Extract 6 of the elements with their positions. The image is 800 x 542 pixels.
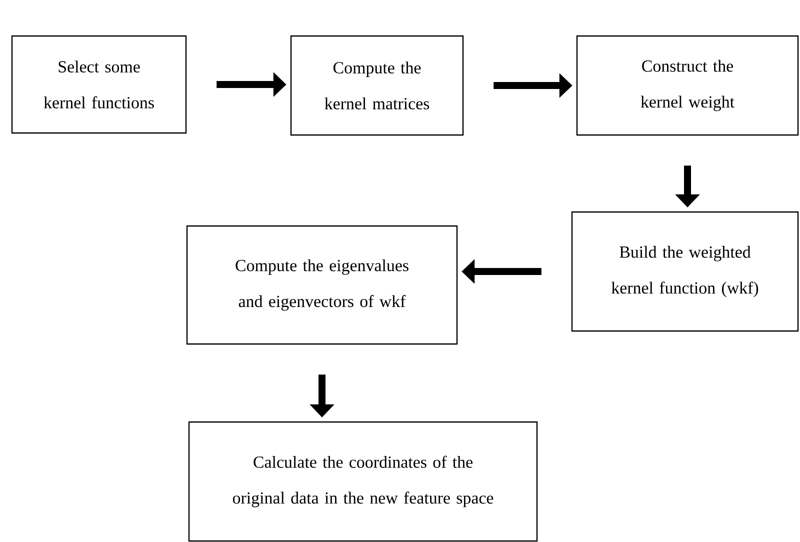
process-box: Compute the kernel matrices [290, 35, 464, 136]
process-box: Calculate the coordinates of the original data in the new feature space [188, 421, 538, 542]
process-box: Select some kernel functions [11, 35, 187, 134]
process-box: Compute the eigenvalues and eigenvectors of wkf [186, 225, 458, 345]
process-box: Build the weighted kernel function (wkf) [571, 211, 799, 332]
process-box: Construct the kernel weight [576, 35, 799, 136]
